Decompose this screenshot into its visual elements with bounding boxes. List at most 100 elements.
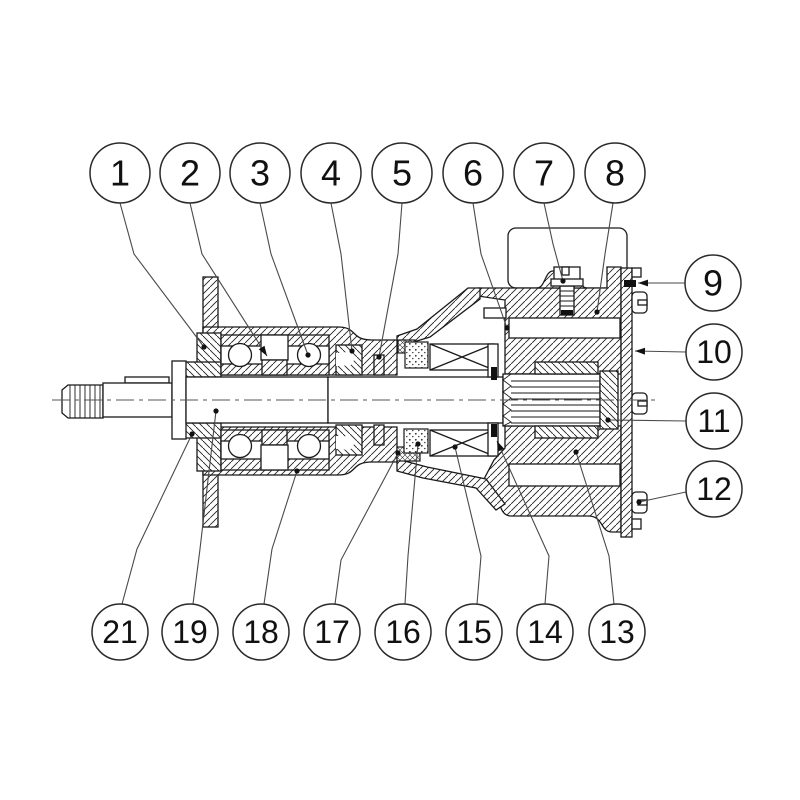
callout-number-21: 21 <box>102 614 138 650</box>
ball-bearing-bottom <box>220 429 330 471</box>
shaft-key <box>124 376 170 384</box>
callout-number-16: 16 <box>385 614 421 650</box>
leader-dot <box>189 431 195 437</box>
callout-11: 11 <box>605 392 743 450</box>
callout-2: 2 <box>159 142 268 357</box>
callout-number-17: 17 <box>314 614 350 650</box>
callout-16: 16 <box>374 441 432 661</box>
callout-circle-17 <box>303 603 361 661</box>
callout-circle-1 <box>89 142 151 204</box>
leader-dot <box>376 354 382 360</box>
bearing-spacer-bottom <box>260 444 289 471</box>
body-chamber-bottom <box>508 463 621 487</box>
seal-spring-bottom <box>429 429 495 457</box>
callout-number-3: 3 <box>250 153 270 194</box>
callout-7: 7 <box>513 142 575 284</box>
leader-dot <box>213 408 219 414</box>
bearing-spacer-top <box>260 334 289 361</box>
bearing-retainer-bottom <box>196 436 222 472</box>
callout-12: 12 <box>636 460 743 518</box>
carbon-seal-bottom <box>403 428 429 454</box>
dowel-pin <box>624 280 636 287</box>
plate-top-tab <box>631 267 642 278</box>
leader-dot <box>395 450 401 456</box>
leader-dot <box>504 325 510 331</box>
callout-number-19: 19 <box>172 614 208 650</box>
callout-circle-15 <box>445 603 503 661</box>
leader-dot <box>305 352 311 358</box>
callout-13: 13 <box>573 449 646 661</box>
callout-number-18: 18 <box>243 614 279 650</box>
callout-circle-4 <box>300 142 362 204</box>
callout-circle-8 <box>584 142 646 204</box>
shaft-seal-assembly <box>335 339 499 462</box>
callout-number-14: 14 <box>527 614 563 650</box>
rotor-support-bottom <box>534 425 599 439</box>
leader-dot <box>294 468 300 474</box>
shaft-shoulder-bottom <box>182 422 222 439</box>
callout-10: 10 <box>634 323 743 381</box>
bearing-ball <box>227 433 253 459</box>
body-chamber-top <box>508 317 621 339</box>
ball-bearing-top <box>220 334 330 376</box>
callout-circle-13 <box>588 603 646 661</box>
plate-screw-top <box>631 291 648 314</box>
callout-circle-14 <box>516 603 574 661</box>
callout-number-10: 10 <box>696 334 732 370</box>
bearing-ball <box>227 342 253 368</box>
leader-dot <box>573 449 579 455</box>
shaft-shoulder-top <box>182 361 222 378</box>
callout-number-2: 2 <box>180 153 200 194</box>
leader-dot <box>349 348 355 354</box>
threaded-shaft-end <box>61 384 104 419</box>
callout-number-8: 8 <box>605 153 625 194</box>
callout-5: 5 <box>371 142 433 360</box>
leader-dot <box>201 344 207 350</box>
retaining-ring-bottom <box>373 424 385 446</box>
seal-seat-top <box>491 367 497 380</box>
callout-circle-5 <box>371 142 433 204</box>
callout-15: 15 <box>445 444 503 661</box>
callout-number-15: 15 <box>456 614 492 650</box>
leader-dot <box>594 309 600 315</box>
callout-17: 17 <box>303 450 401 661</box>
leader-dot <box>560 278 566 284</box>
callout-8: 8 <box>584 142 646 315</box>
callout-circle-3 <box>229 142 291 204</box>
callout-number-5: 5 <box>392 153 412 194</box>
callout-number-12: 12 <box>696 471 732 507</box>
callout-21: 21 <box>91 431 195 661</box>
callout-circle-21 <box>91 603 149 661</box>
callout-circle-16 <box>374 603 432 661</box>
callout-number-6: 6 <box>463 153 483 194</box>
leader-arrowhead <box>258 345 267 356</box>
body-side-plug <box>483 307 507 319</box>
leader-arrowhead <box>638 279 648 287</box>
callout-circle-10 <box>685 323 743 381</box>
leader-dot <box>415 441 421 447</box>
leader-dot <box>605 417 611 423</box>
callout-circle-18 <box>232 603 290 661</box>
rotor-support-top <box>534 361 599 375</box>
callout-number-1: 1 <box>110 153 130 194</box>
callout-number-4: 4 <box>321 153 341 194</box>
callout-3: 3 <box>229 142 311 358</box>
callout-4: 4 <box>300 142 362 354</box>
callout-number-11: 11 <box>697 403 730 439</box>
callout-number-13: 13 <box>599 614 635 650</box>
leader-arrowhead <box>497 441 505 452</box>
leader-arrowhead <box>635 347 646 355</box>
seal-seat-bottom <box>491 424 497 437</box>
callout-number-7: 7 <box>534 153 554 194</box>
callout-circle-7 <box>513 142 575 204</box>
callout-circle-11 <box>685 392 743 450</box>
plate-bottom-tab <box>631 518 642 530</box>
callout-number-9: 9 <box>703 263 723 304</box>
callout-14: 14 <box>496 440 574 661</box>
carbon-seal-top <box>404 341 429 369</box>
bearing-ball <box>296 433 322 459</box>
seal-spring-top <box>429 343 495 371</box>
callout-18: 18 <box>232 468 300 661</box>
